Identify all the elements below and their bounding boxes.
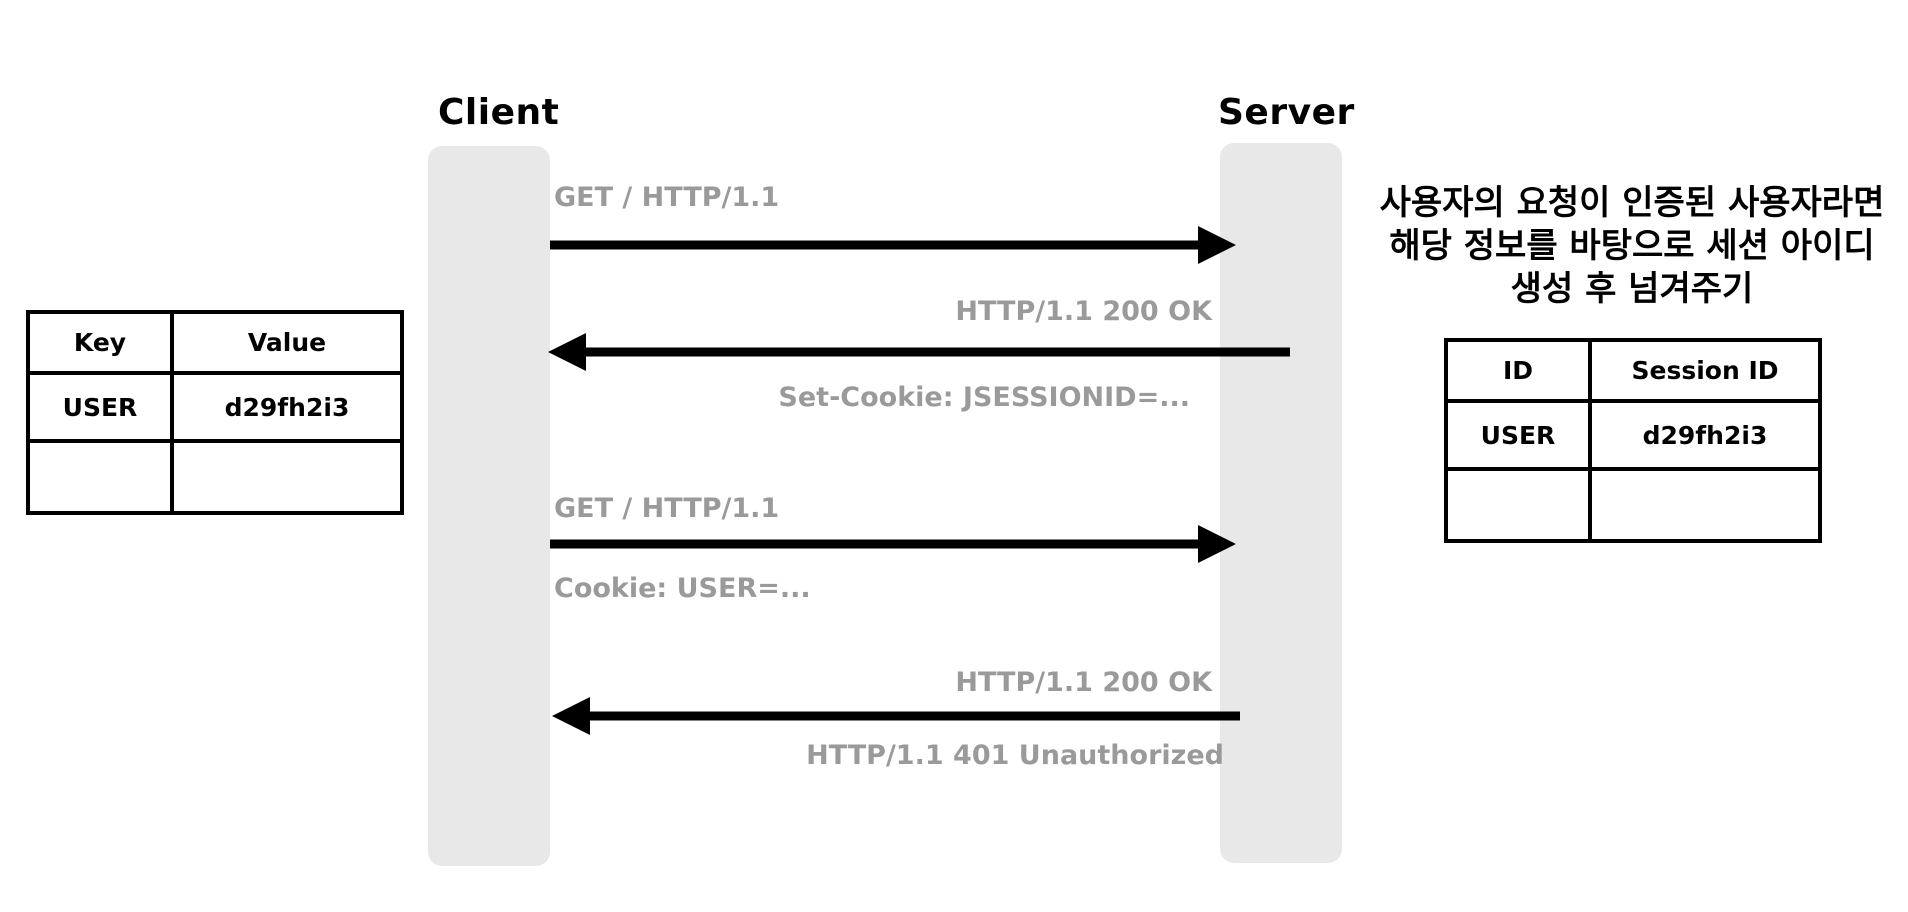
table-header-cell: ID <box>1444 338 1592 403</box>
request-2-sublabel: Cookie: USER=... <box>554 573 811 604</box>
table-cell <box>26 439 174 515</box>
table-header-cell: Value <box>170 310 404 375</box>
table-row: USER d29fh2i3 <box>1444 399 1822 471</box>
table-cell: USER <box>1444 399 1592 471</box>
arrow-request-1 <box>550 226 1236 264</box>
client-lane-title: Client <box>438 92 560 133</box>
table-header-cell: Key <box>26 310 174 375</box>
server-note-line-2: 해당 정보를 바탕으로 세션 아이디 <box>1389 226 1875 266</box>
server-session-table: ID Session ID USER d29fh2i3 <box>1444 338 1822 543</box>
response-1-sublabel: Set-Cookie: JSESSIONID=... <box>778 382 1190 413</box>
table-cell <box>1444 467 1592 543</box>
arrow-response-2 <box>552 697 1240 735</box>
server-lane-title: Server <box>1218 92 1355 133</box>
response-2-label: HTTP/1.1 200 OK <box>955 667 1212 698</box>
table-cell: d29fh2i3 <box>1588 399 1822 471</box>
client-cookie-table: Key Value USER d29fh2i3 <box>26 310 404 515</box>
arrow-response-1 <box>548 333 1290 371</box>
response-2-sublabel: HTTP/1.1 401 Unauthorized <box>806 740 1224 771</box>
table-header-cell: Session ID <box>1588 338 1822 403</box>
server-note: 사용자의 요청이 인증된 사용자라면 해당 정보를 바탕으로 세션 아이디 생성… <box>1362 182 1902 311</box>
server-note-line-3: 생성 후 넘겨주기 <box>1510 269 1754 309</box>
table-cell <box>170 439 404 515</box>
table-header-row: ID Session ID <box>1444 338 1822 403</box>
arrow-request-2 <box>550 525 1236 563</box>
table-cell <box>1588 467 1822 543</box>
server-lifeline <box>1220 143 1342 863</box>
table-row <box>1444 467 1822 543</box>
table-header-row: Key Value <box>26 310 404 375</box>
server-note-line-1: 사용자의 요청이 인증된 사용자라면 <box>1379 183 1885 223</box>
table-cell: d29fh2i3 <box>170 371 404 443</box>
table-row: USER d29fh2i3 <box>26 371 404 443</box>
client-lifeline <box>428 146 550 866</box>
response-1-label: HTTP/1.1 200 OK <box>955 296 1212 327</box>
request-2-label: GET / HTTP/1.1 <box>554 493 780 524</box>
table-cell: USER <box>26 371 174 443</box>
request-1-label: GET / HTTP/1.1 <box>554 182 780 213</box>
table-row <box>26 439 404 515</box>
